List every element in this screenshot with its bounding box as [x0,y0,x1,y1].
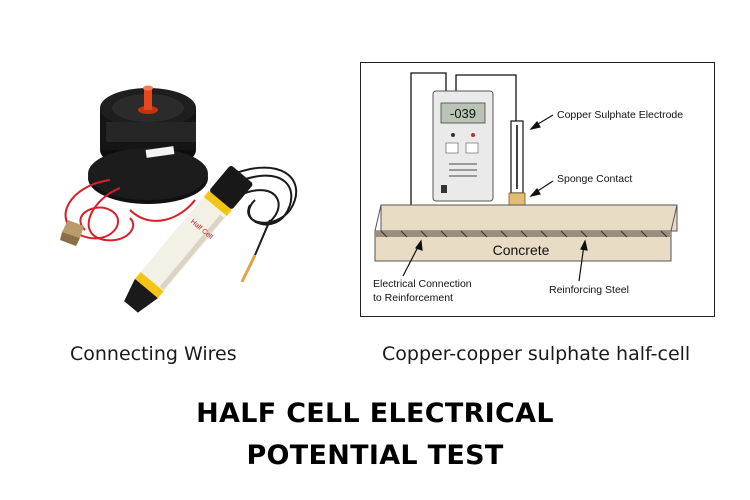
half-cell-equipment-photo: Half Cell [60,85,298,313]
steel-label: Reinforcing Steel [549,284,629,296]
reel-hub [138,85,158,114]
electrode-label: Copper Sulphate Electrode [557,109,683,121]
meter-leads [410,72,517,233]
page-title-line-1: HALF CELL ELECTRICAL [196,398,554,429]
caption-connecting-wires: Connecting Wires [70,343,237,365]
sponge-label: Sponge Contact [557,173,632,185]
page-title-line-2: POTENTIAL TEST [246,440,504,471]
electrode-tube [508,120,526,206]
alligator-clip [60,220,84,246]
label-arrows [402,114,588,282]
cable-reel [88,88,208,204]
concrete-label: Concrete [493,242,550,258]
connection-label-1: Electrical Connection [373,278,472,290]
half-cell-schematic: -039 Concrete [360,62,715,317]
voltmeter: -039 [432,90,494,202]
connection-label-2: to Reinforcement [373,292,453,304]
black-connecting-wire [219,166,298,283]
red-connecting-wire [64,179,196,242]
copper-sulphate-electrode: Half Cell [124,165,253,313]
meter-reading: -039 [450,106,476,121]
concrete-slab [374,204,678,262]
caption-half-cell: Copper-copper sulphate half-cell [382,343,691,365]
